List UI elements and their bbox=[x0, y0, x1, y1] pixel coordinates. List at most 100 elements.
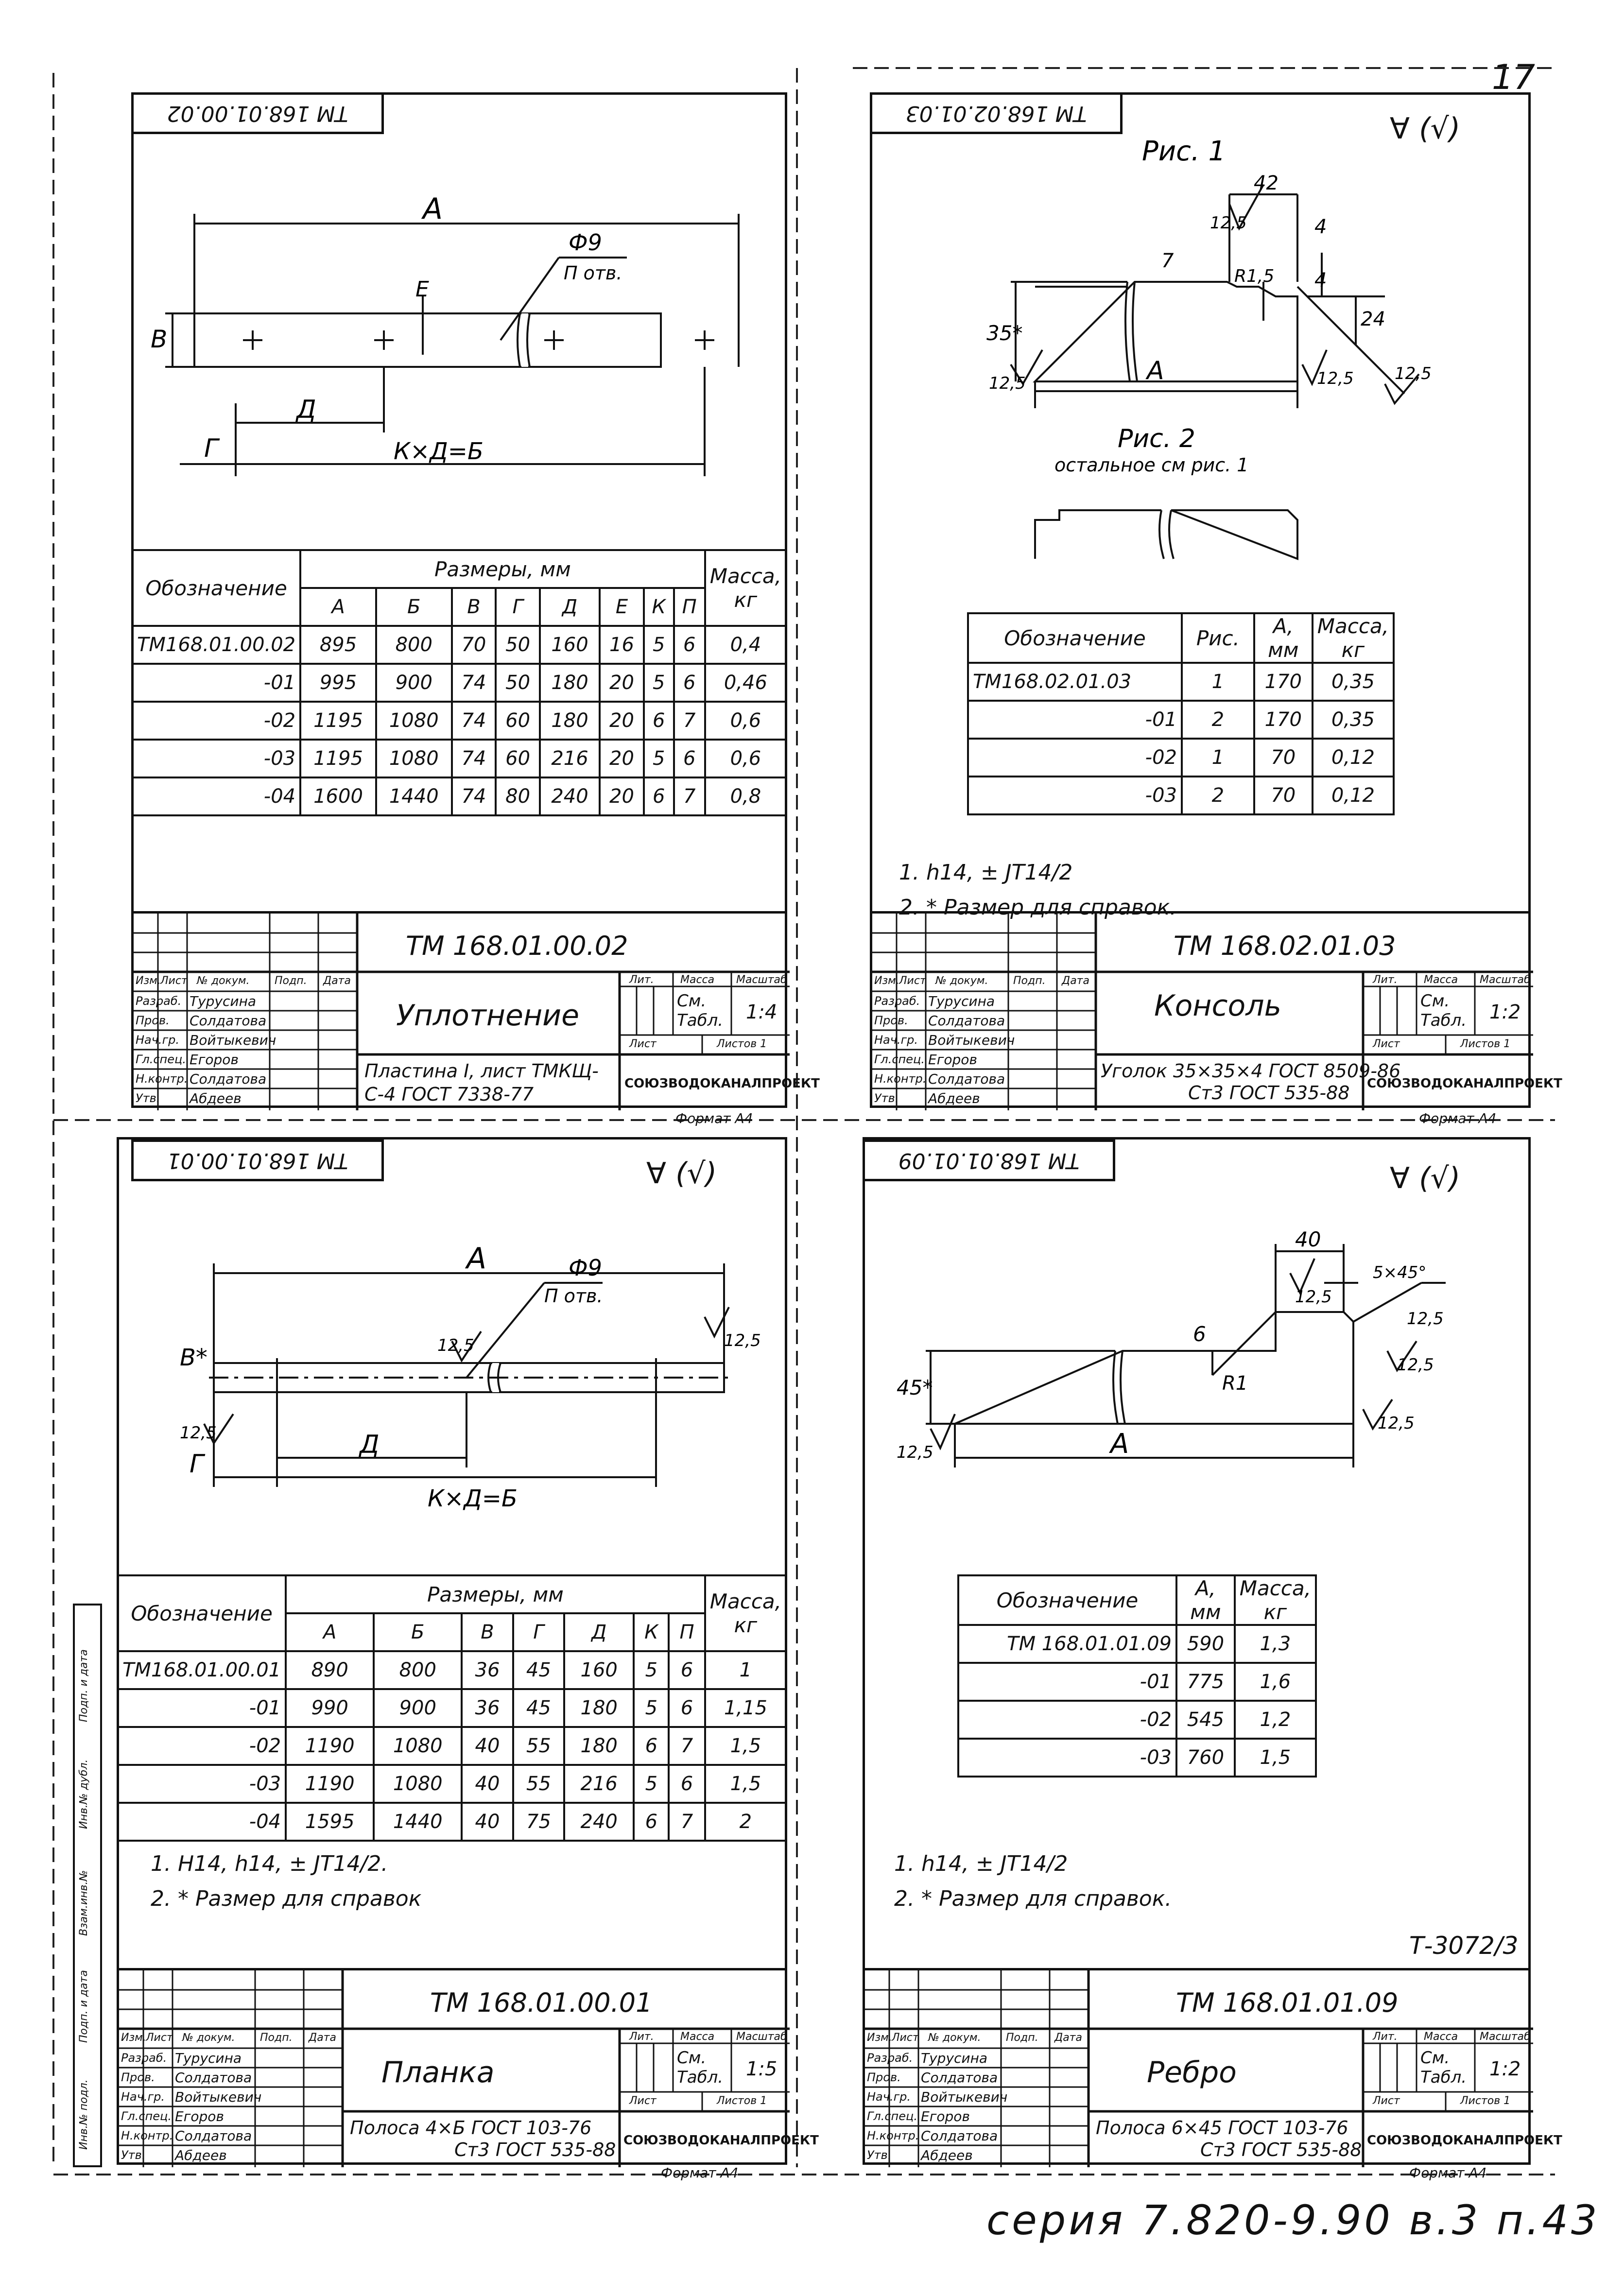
dim-42: 42 bbox=[1254, 172, 1279, 194]
cell: 180 bbox=[538, 701, 601, 741]
head-col: Изм. bbox=[874, 975, 899, 987]
role: Н.контр. bbox=[121, 2129, 173, 2142]
dim-12-5c: 12,5 bbox=[1317, 369, 1354, 388]
role: Пров. bbox=[874, 1014, 908, 1027]
material: Ст3 ГОСТ 535-88 bbox=[1188, 1082, 1350, 1104]
col-scale: Масштаб bbox=[736, 974, 787, 986]
part-name: Планка bbox=[381, 2055, 495, 2089]
col-header: А, мм bbox=[1253, 612, 1313, 664]
cell: 45 bbox=[512, 1650, 566, 1690]
cell: 20 bbox=[599, 663, 645, 703]
person: Егоров bbox=[175, 2108, 224, 2124]
inventory-margin: Инв.№ подл. Подп. и дата Взам.инв.№ Инв.… bbox=[73, 1604, 102, 2167]
col-header: Обозначение bbox=[957, 1574, 1177, 1626]
role: Разраб. bbox=[874, 994, 920, 1008]
cell: -02 bbox=[131, 701, 302, 741]
dim-r1: R1 bbox=[1222, 1372, 1248, 1395]
cell: 1 bbox=[1181, 738, 1255, 777]
cell: 0,12 bbox=[1311, 776, 1395, 815]
role: Н.контр. bbox=[874, 1072, 927, 1086]
head-col: Подп. bbox=[260, 2032, 293, 2044]
cell: 20 bbox=[599, 701, 645, 741]
role: Утв. bbox=[121, 2148, 146, 2162]
mass-value: См. Табл. bbox=[1420, 2048, 1467, 2087]
col-scale: Масштаб bbox=[1480, 974, 1531, 986]
col-header: В bbox=[450, 587, 497, 627]
cell: 5 bbox=[633, 1650, 670, 1690]
dim-e: Е bbox=[415, 277, 429, 302]
cell: 5 bbox=[633, 1764, 670, 1804]
col-massa: Масса bbox=[1424, 974, 1458, 986]
dim-45: 45* bbox=[897, 1376, 933, 1399]
material: Ст3 ГОСТ 535-88 bbox=[454, 2139, 616, 2160]
role: Разраб. bbox=[136, 994, 182, 1008]
head-col: № докум. bbox=[935, 975, 988, 987]
drawing-4-title-block: ТМ 168.01.01.09 Ребро Полоса 6×45 ГОСТ 1… bbox=[863, 1968, 1562, 2167]
col-header: Б bbox=[373, 1612, 463, 1652]
col-header: К bbox=[642, 587, 675, 627]
cell: 1,15 bbox=[704, 1688, 788, 1728]
material: Полоса 4×Б ГОСТ 103-76 bbox=[350, 2117, 592, 2139]
head-col: Лист bbox=[160, 975, 188, 987]
cell: 0,35 bbox=[1311, 662, 1395, 702]
margin-label: Инв.№ дубл. bbox=[78, 1759, 90, 1829]
dim-phi-note: П отв. bbox=[544, 1285, 603, 1307]
cell: 70 bbox=[1253, 738, 1313, 777]
cell: 6 bbox=[633, 1802, 670, 1842]
margin-label: Подп. и дата bbox=[78, 1649, 90, 1722]
mass-value: См. Табл. bbox=[677, 991, 724, 1030]
cell: 1,5 bbox=[1233, 1738, 1317, 1778]
col-designation: Обозначение bbox=[131, 549, 302, 627]
mass-value: См. Табл. bbox=[1420, 991, 1467, 1030]
role: Гл.спец. bbox=[136, 1053, 186, 1066]
cell: 7 bbox=[668, 1802, 706, 1842]
drawing-4-notes: 1. h14, ± JT14/2 2. * Размер для справок… bbox=[894, 1847, 1172, 1916]
person: Турусина bbox=[921, 2050, 988, 2066]
cell: 40 bbox=[461, 1726, 514, 1766]
dim-12-5: 12,5 bbox=[1295, 1287, 1332, 1307]
person: Турусина bbox=[928, 993, 995, 1009]
drawing-code: ТМ 168.01.00.02 bbox=[406, 931, 628, 961]
col-header: А bbox=[285, 1612, 375, 1652]
cell: 0,35 bbox=[1311, 700, 1395, 740]
cell: 6 bbox=[673, 663, 706, 703]
head-col: Изм. bbox=[867, 2032, 892, 2044]
cell: 74 bbox=[450, 701, 497, 741]
cell: -04 bbox=[116, 1802, 287, 1842]
person: Егоров bbox=[928, 1052, 977, 1068]
cell: 216 bbox=[538, 739, 601, 778]
head-col: Подп. bbox=[275, 975, 307, 987]
cell: 6 bbox=[642, 777, 675, 816]
col-header: Масса, кг bbox=[1311, 612, 1395, 664]
role: Гл.спец. bbox=[867, 2109, 917, 2123]
col-header: Е bbox=[599, 587, 645, 627]
cell: 1,5 bbox=[704, 1726, 788, 1766]
cell: 0,6 bbox=[704, 701, 788, 741]
dim-5x45: 5×45° bbox=[1373, 1263, 1426, 1282]
dim-12-5: 12,5 bbox=[1210, 213, 1247, 233]
head-col: Дата bbox=[1054, 2032, 1082, 2044]
col-massa: Масса bbox=[680, 2031, 715, 2043]
col-header: Масса, кг bbox=[1233, 1574, 1317, 1626]
col-scale: Масштаб bbox=[736, 2031, 787, 2043]
cell: 990 bbox=[285, 1688, 375, 1728]
col-mass: Масса, кг bbox=[704, 549, 788, 627]
role: Н.контр. bbox=[136, 1072, 188, 1086]
col-scale: Масштаб bbox=[1480, 2031, 1531, 2043]
dim-phi: Ф9 bbox=[569, 229, 602, 256]
cell: 160 bbox=[538, 625, 601, 665]
head-col: № докум. bbox=[197, 975, 250, 987]
role: Нач.гр. bbox=[867, 2090, 911, 2104]
col-header: П bbox=[668, 1612, 706, 1652]
cell: 1195 bbox=[299, 701, 377, 741]
margin-label: Подп. и дата bbox=[78, 1970, 90, 2043]
cell: -02 bbox=[967, 738, 1183, 777]
margin-label: Взам.инв.№ bbox=[78, 1870, 90, 1936]
cell: ТМ168.01.00.02 bbox=[131, 625, 302, 665]
person: Егоров bbox=[190, 1052, 239, 1068]
role: Гл.спец. bbox=[121, 2109, 172, 2123]
